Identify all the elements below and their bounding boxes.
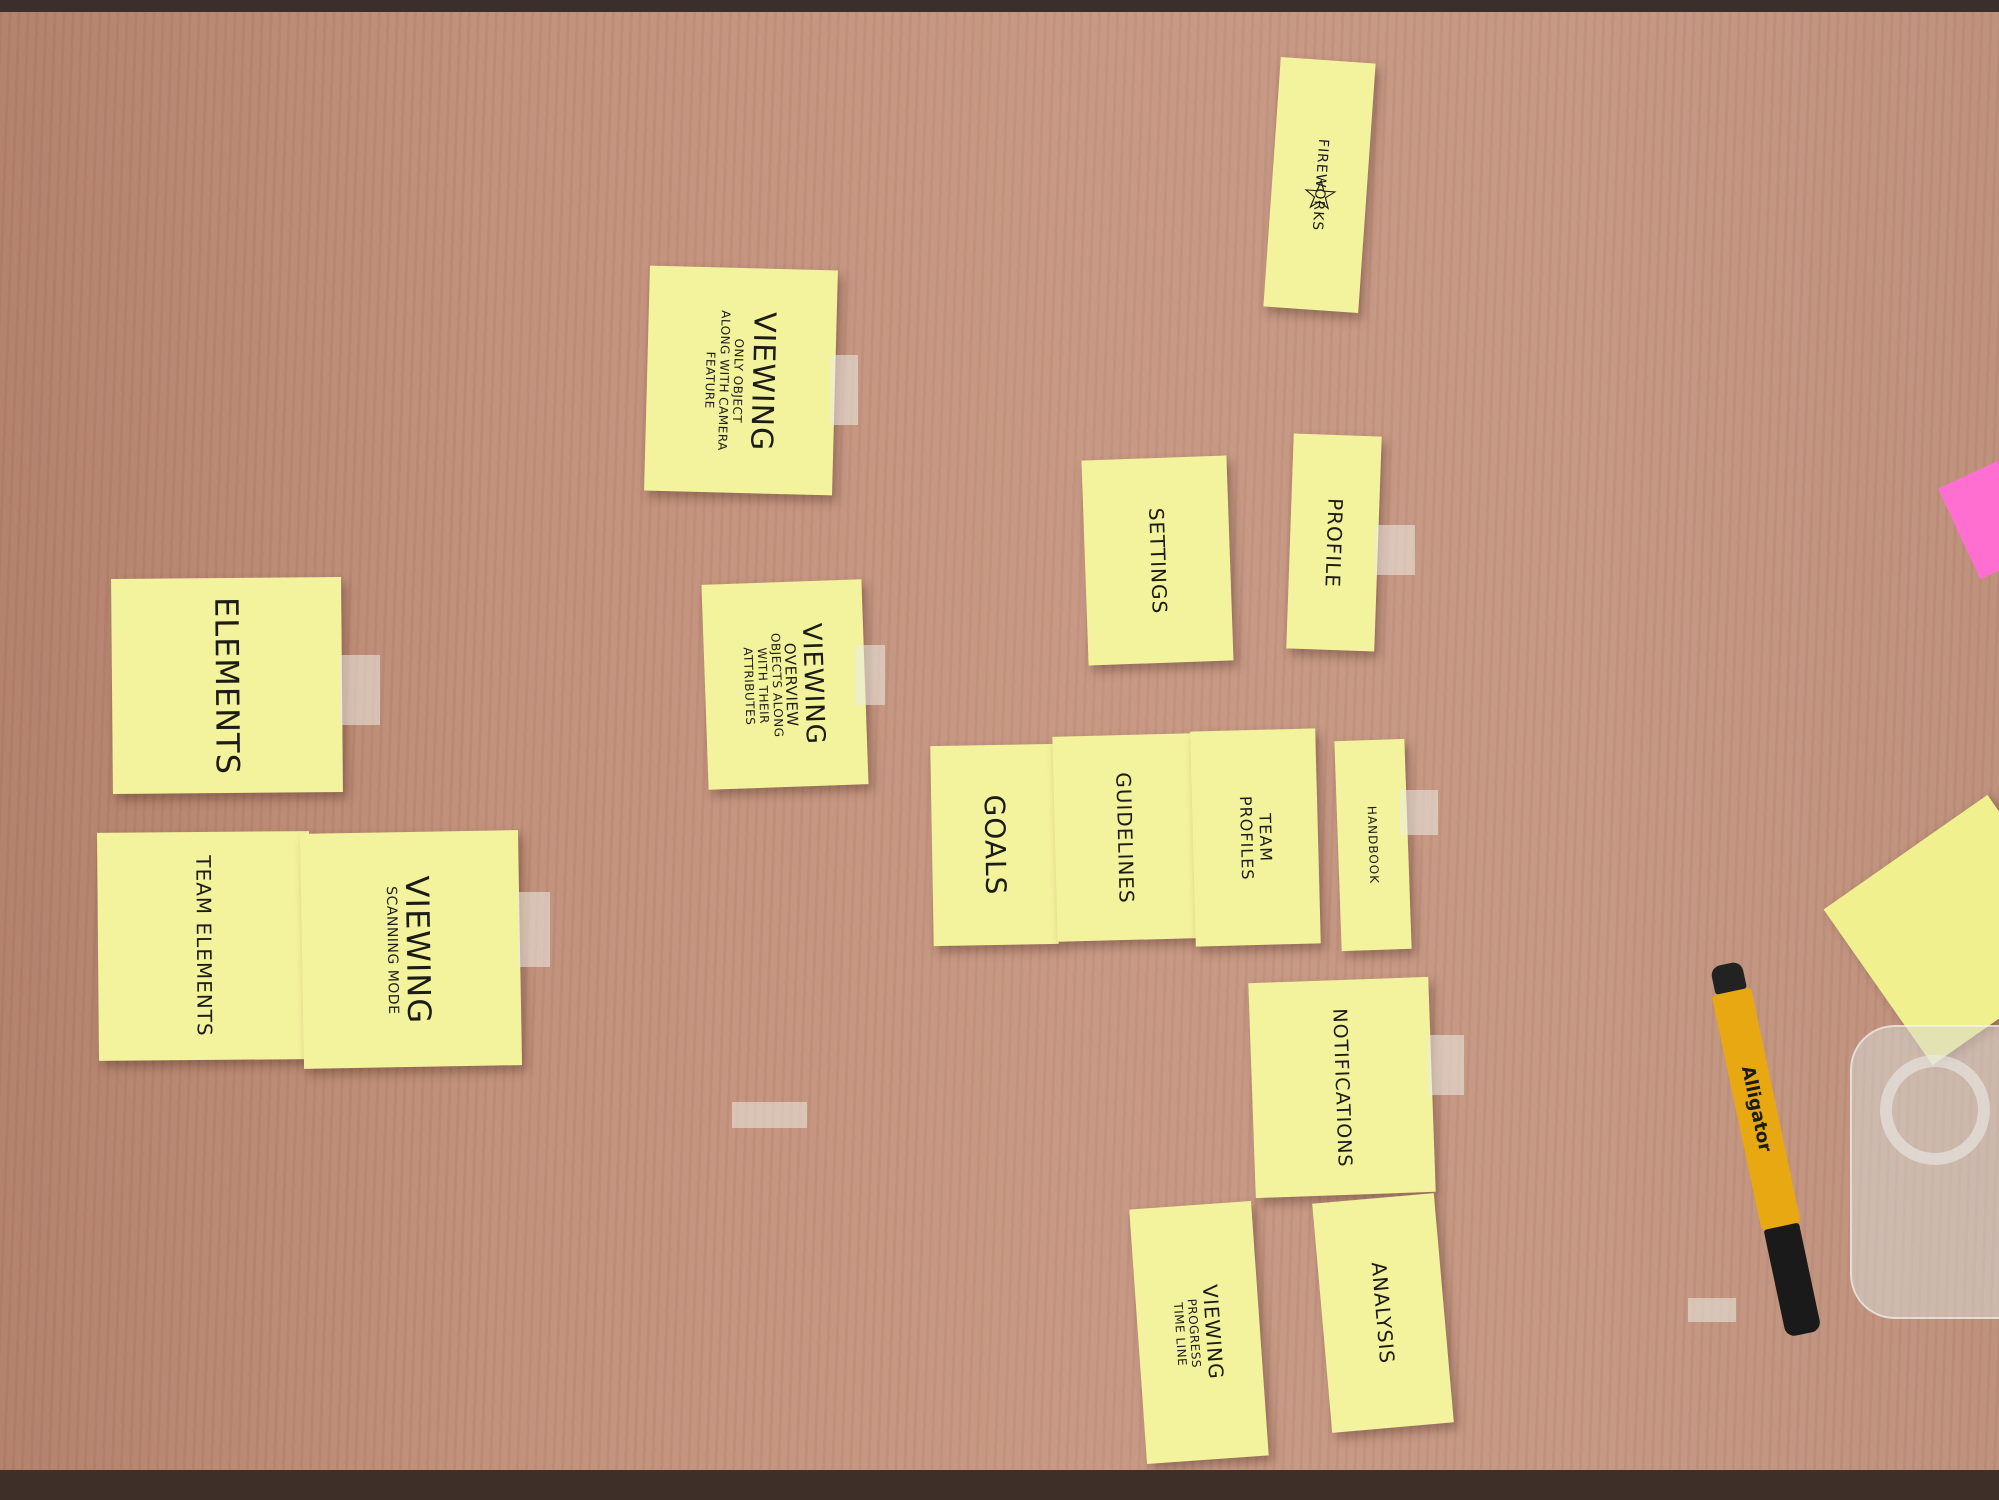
tape-strip xyxy=(1375,525,1415,575)
note-team-elements: TEAM ELEMENTS xyxy=(97,831,311,1061)
note-team-profiles-line1: TEAM xyxy=(1254,812,1276,862)
note-goals-label: GOALS xyxy=(977,794,1012,896)
note-elements-label: ELEMENTS xyxy=(207,596,247,775)
note-notifications: NOTIFICATIONS xyxy=(1248,976,1436,1199)
note-viewing-scanning: VIEWING SCANNING MODE xyxy=(299,830,523,1069)
note-fireworks: FIREWORKS ☆ xyxy=(1263,56,1376,314)
note-settings-label: SETTINGS xyxy=(1143,506,1172,615)
note-team-profiles-line2: PROFILES xyxy=(1235,795,1257,881)
marker-brand-label: Alligator xyxy=(1736,1064,1776,1154)
pink-sticky-note xyxy=(1938,450,1999,580)
note-team-elements-label: TEAM ELEMENTS xyxy=(191,855,217,1037)
note-viewing-object: VIEWING ONLY OBJECT ALONG WITH CAMERA FE… xyxy=(644,265,838,496)
table-edge-top xyxy=(0,0,1999,12)
marker-pen: Alligator xyxy=(1706,960,1824,1340)
tape-strip xyxy=(340,655,380,725)
note-settings: SETTINGS xyxy=(1081,455,1234,666)
note-viewing-overview-title: VIEWING xyxy=(795,622,831,745)
marker-body: Alligator xyxy=(1711,987,1801,1231)
tape-strip xyxy=(830,355,858,425)
note-viewing-scanning-title: VIEWING xyxy=(397,874,439,1024)
note-viewing-object-title: VIEWING xyxy=(743,310,782,452)
note-guidelines: GUIDELINES xyxy=(1052,733,1198,942)
note-guidelines-label: GUIDELINES xyxy=(1111,771,1139,904)
note-notifications-label: NOTIFICATIONS xyxy=(1328,1007,1356,1168)
note-viewing-progress: VIEWING PROGRESS TIME LINE xyxy=(1129,1201,1269,1464)
tape-dispenser xyxy=(1850,1025,1999,1319)
table-edge-bottom xyxy=(0,1470,1999,1500)
note-profile: PROFILE xyxy=(1286,433,1382,652)
tape-strip xyxy=(1428,1035,1464,1095)
note-profile-label: PROFILE xyxy=(1320,497,1348,588)
tape-strip xyxy=(1688,1298,1736,1322)
tape-strip xyxy=(732,1102,807,1128)
note-handbook: HANDBOOK xyxy=(1334,738,1412,952)
note-analysis-label: ANALYSIS xyxy=(1366,1260,1400,1366)
note-viewing-scanning-sub: SCANNING MODE xyxy=(382,885,402,1015)
tape-strip xyxy=(518,892,550,967)
note-elements: ELEMENTS xyxy=(111,577,343,794)
tape-strip xyxy=(1400,790,1438,835)
note-team-profiles: TEAM PROFILES xyxy=(1190,728,1321,947)
star-icon: ☆ xyxy=(1299,168,1341,221)
note-handbook-label: HANDBOOK xyxy=(1364,805,1382,885)
tape-strip xyxy=(855,645,885,705)
note-analysis: ANALYSIS xyxy=(1312,1193,1454,1433)
note-viewing-overview: VIEWING OVERVIEW OBJECTS ALONG WITH THEI… xyxy=(701,579,869,790)
marker-tail xyxy=(1763,1222,1822,1338)
note-goals: GOALS xyxy=(930,743,1059,947)
tape-roll xyxy=(1880,1055,1990,1165)
